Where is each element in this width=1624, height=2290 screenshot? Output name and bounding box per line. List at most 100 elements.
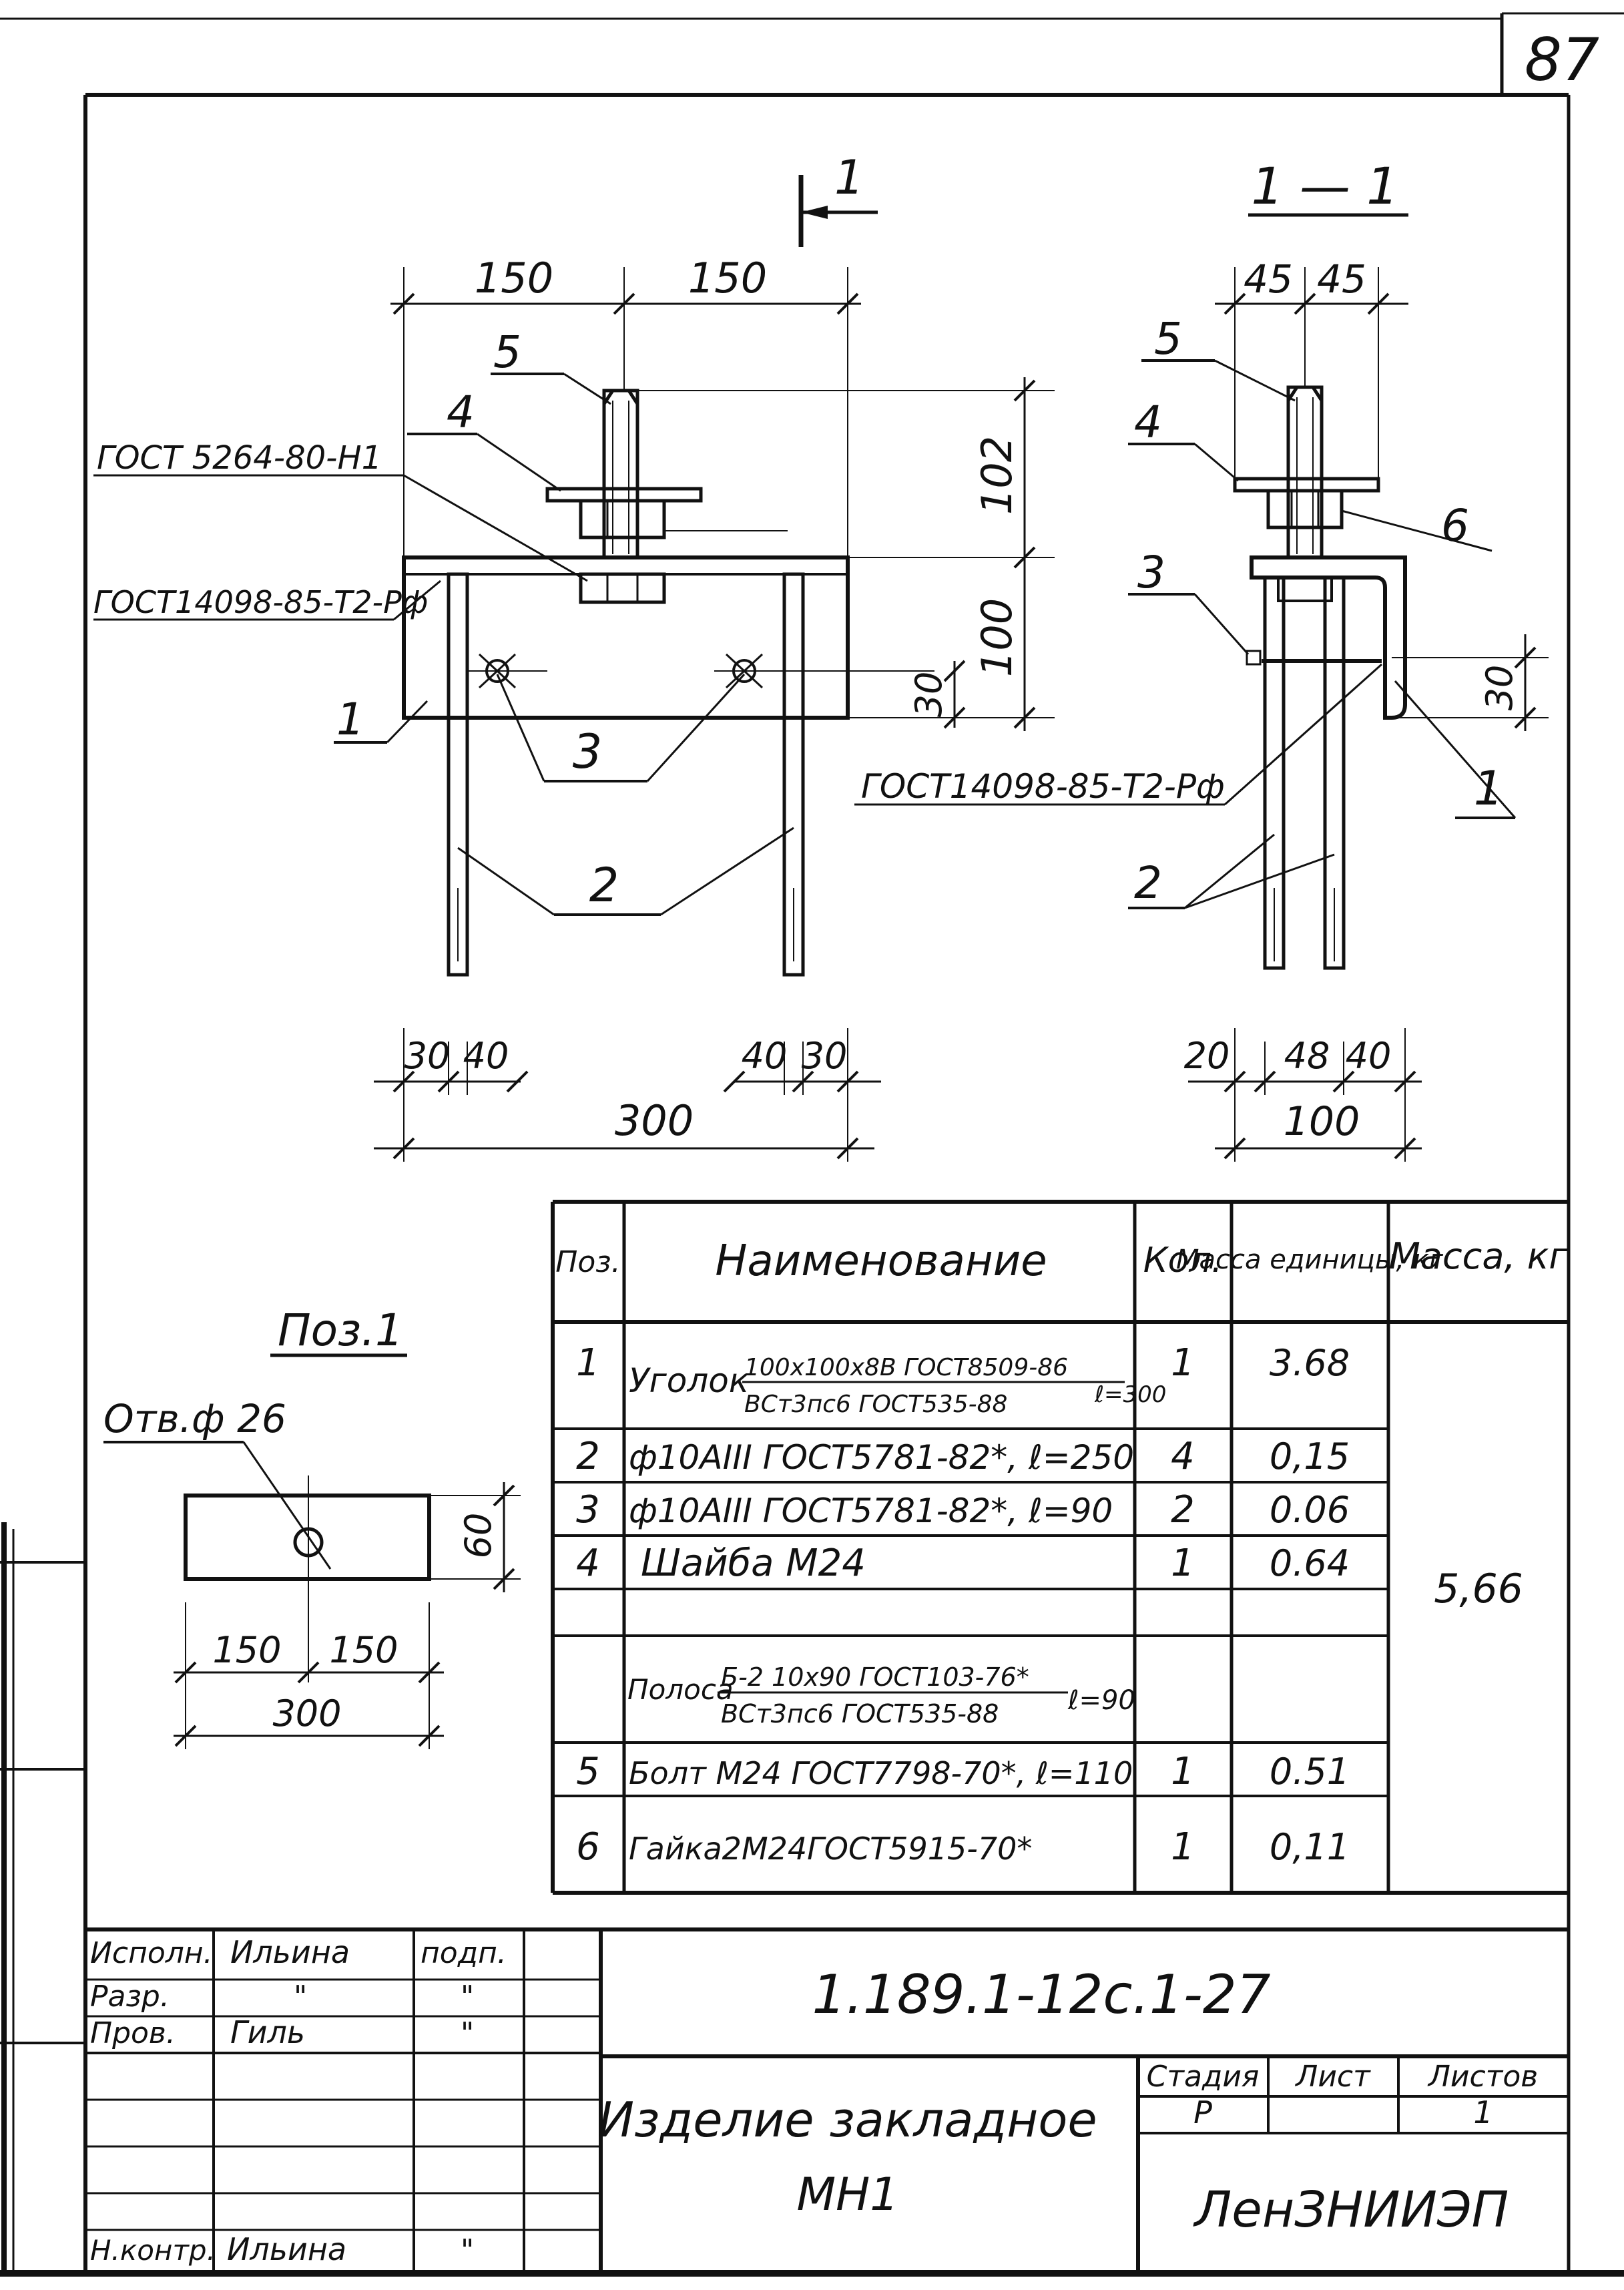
dim-left-half: 150 [475, 254, 553, 302]
title-block: Исполн. Ильина подп. Разр. " " Пров. Гил… [85, 1927, 1569, 2273]
side-dim-total: 100 [1284, 1098, 1360, 1145]
side-dim-gap-b: 40 [1346, 1035, 1392, 1077]
row6-unit-mass: 0,11 [1270, 1826, 1350, 1868]
row5-qty: 1 [1171, 1750, 1195, 1793]
row2-name: ф10АIII ГОСТ5781-82*, ℓ=250 [629, 1438, 1134, 1477]
callout-5: 5 [493, 326, 521, 378]
row6-pos: 6 [576, 1825, 600, 1869]
page-number: 87 [1525, 25, 1599, 94]
header-mass: Масса, кг [1389, 1235, 1568, 1277]
dim-left-gap: 40 [463, 1035, 509, 1077]
side-dim-gap-a: 48 [1284, 1035, 1330, 1077]
row3-name: ф10АIII ГОСТ5781-82*, ℓ=90 [629, 1492, 1113, 1530]
header-name: Наименование [715, 1236, 1047, 1286]
row5-name: Болт М24 ГОСТ7798-70*, ℓ=110 [629, 1755, 1133, 1791]
row-strip-name-prefix: Полоса [627, 1673, 734, 1706]
side-dim-right: 45 [1317, 256, 1366, 302]
row1-name-prefix: Уголок [629, 1361, 749, 1400]
row5-unit-mass: 0.51 [1270, 1751, 1350, 1793]
front-view: 1 [93, 150, 1055, 1162]
front-dimensions: 150 150 102 100 30 [374, 254, 1055, 1162]
row2-unit-mass: 0,15 [1270, 1435, 1350, 1477]
dim-bolt-height: 102 [973, 436, 1021, 515]
front-callouts: 5 4 ГОСТ 5264-80-Н1 ГОСТ14098-85-Т2-Рф 1… [93, 326, 794, 916]
dim-right-edge: 30 [802, 1035, 848, 1077]
callout-2: 2 [589, 858, 619, 913]
row6-qty: 1 [1171, 1825, 1195, 1869]
side-dim-hole-offset: 30 [1478, 665, 1521, 711]
signer4-sign: " [461, 2233, 474, 2267]
pos1-dim-height: 60 [457, 1513, 499, 1559]
stage-header: Стадия [1147, 2060, 1260, 2094]
pos1-dim-left: 150 [212, 1629, 281, 1671]
side-callout-3: 3 [1137, 547, 1165, 598]
row1-qty: 1 [1171, 1341, 1195, 1385]
side-callouts: 5 4 6 3 1 ГОСТ14098-85-Т2-Рф 2 [854, 313, 1517, 909]
row1-pos: 1 [576, 1341, 600, 1385]
binding-strip [0, 1522, 85, 2270]
side-dimensions: 45 45 30 20 48 40 100 [1184, 256, 1549, 1162]
row1-name-top: 100х100х8В ГОСТ8509-86 [744, 1354, 1068, 1381]
side-dim-edge: 20 [1184, 1035, 1230, 1077]
side-dim-left: 45 [1244, 256, 1293, 302]
header-qty: Кол. [1143, 1240, 1223, 1281]
row2-pos: 2 [576, 1435, 600, 1478]
section-mark-label: 1 [834, 150, 864, 205]
row4-name: Шайба М24 [641, 1542, 866, 1585]
dim-right-half: 150 [688, 254, 767, 302]
side-bolt [1233, 385, 1380, 602]
item-code: МН1 [796, 2168, 898, 2221]
anchor-rods [447, 572, 805, 977]
row-strip-name-bottom: ВСт3пс6 ГОСТ535-88 [721, 1699, 999, 1729]
angle-plate [402, 555, 850, 720]
weld-side-standard: ГОСТ14098-85-Т2-Рф [93, 584, 428, 620]
row4-pos: 4 [576, 1542, 600, 1585]
signer1-role: Исполн. [90, 1936, 213, 1970]
weld-top-standard: ГОСТ 5264-80-Н1 [97, 439, 382, 477]
side-weld-standard: ГОСТ14098-85-Т2-Рф [861, 767, 1225, 806]
row3-unit-mass: 0.06 [1270, 1489, 1350, 1531]
item-title: Изделие закладное [598, 2092, 1097, 2148]
signer1-sign: подп. [421, 1936, 507, 1970]
signer3-sign: " [461, 2016, 474, 2050]
holes [467, 653, 934, 689]
dim-angle-height: 100 [973, 598, 1021, 677]
row-strip-suffix: ℓ=90 [1067, 1685, 1135, 1716]
side-callout-6: 6 [1441, 500, 1469, 551]
spec-grid [551, 1200, 1569, 1895]
side-view-title: 1 — 1 [1251, 156, 1398, 216]
sheet-frame [0, 12, 1624, 2277]
spec-table: Поз. Наименование Кол. Масса единицы, кг… [551, 1200, 1569, 1895]
row3-qty: 2 [1171, 1488, 1195, 1532]
signer2-name: " [294, 1980, 307, 2014]
signer4-name: Ильина [227, 2231, 346, 2267]
row6-name: Гайка2М24ГОСТ5915-70* [629, 1831, 1032, 1867]
row1-suffix: ℓ=300 [1094, 1381, 1166, 1408]
header-unit-mass: Масса единицы, кг [1176, 1244, 1444, 1275]
organization: ЛенЗНИИЭП [1193, 2181, 1509, 2239]
row1-unit-mass: 3.68 [1270, 1342, 1350, 1384]
side-callout-2: 2 [1134, 857, 1162, 909]
row-strip-name-top: Б-2 10х90 ГОСТ103-76* [721, 1662, 1029, 1692]
signer4-role: Н.контр. [90, 2234, 216, 2267]
doc-code: 1.189.1-12с.1-27 [812, 1964, 1271, 2026]
sheet-header: Лист [1294, 2060, 1371, 2094]
pos1-title: Поз.1 [278, 1305, 403, 1356]
pos1-view: Поз.1 Отв.ф 26 60 150 150 300 [103, 1305, 521, 1749]
row1-name-bottom: ВСт3пс6 ГОСТ535-88 [744, 1391, 1007, 1418]
dim-right-gap: 40 [742, 1035, 788, 1077]
stage-value: Р [1193, 2094, 1212, 2130]
callout-3: 3 [573, 724, 603, 779]
row5-pos: 5 [576, 1750, 600, 1793]
title-grid [85, 1927, 1569, 2273]
row4-qty: 1 [1171, 1542, 1195, 1585]
sheets-value: 1 [1473, 2094, 1493, 2130]
sheets-header: Листов [1427, 2060, 1538, 2094]
signer1-name: Ильина [230, 1934, 350, 1970]
dim-left-edge: 30 [404, 1035, 451, 1077]
pos1-plate [184, 1494, 431, 1581]
pos1-dim-right: 150 [329, 1629, 398, 1671]
signer3-name: Гиль [230, 2014, 305, 2050]
signer2-sign: " [461, 1980, 474, 2014]
